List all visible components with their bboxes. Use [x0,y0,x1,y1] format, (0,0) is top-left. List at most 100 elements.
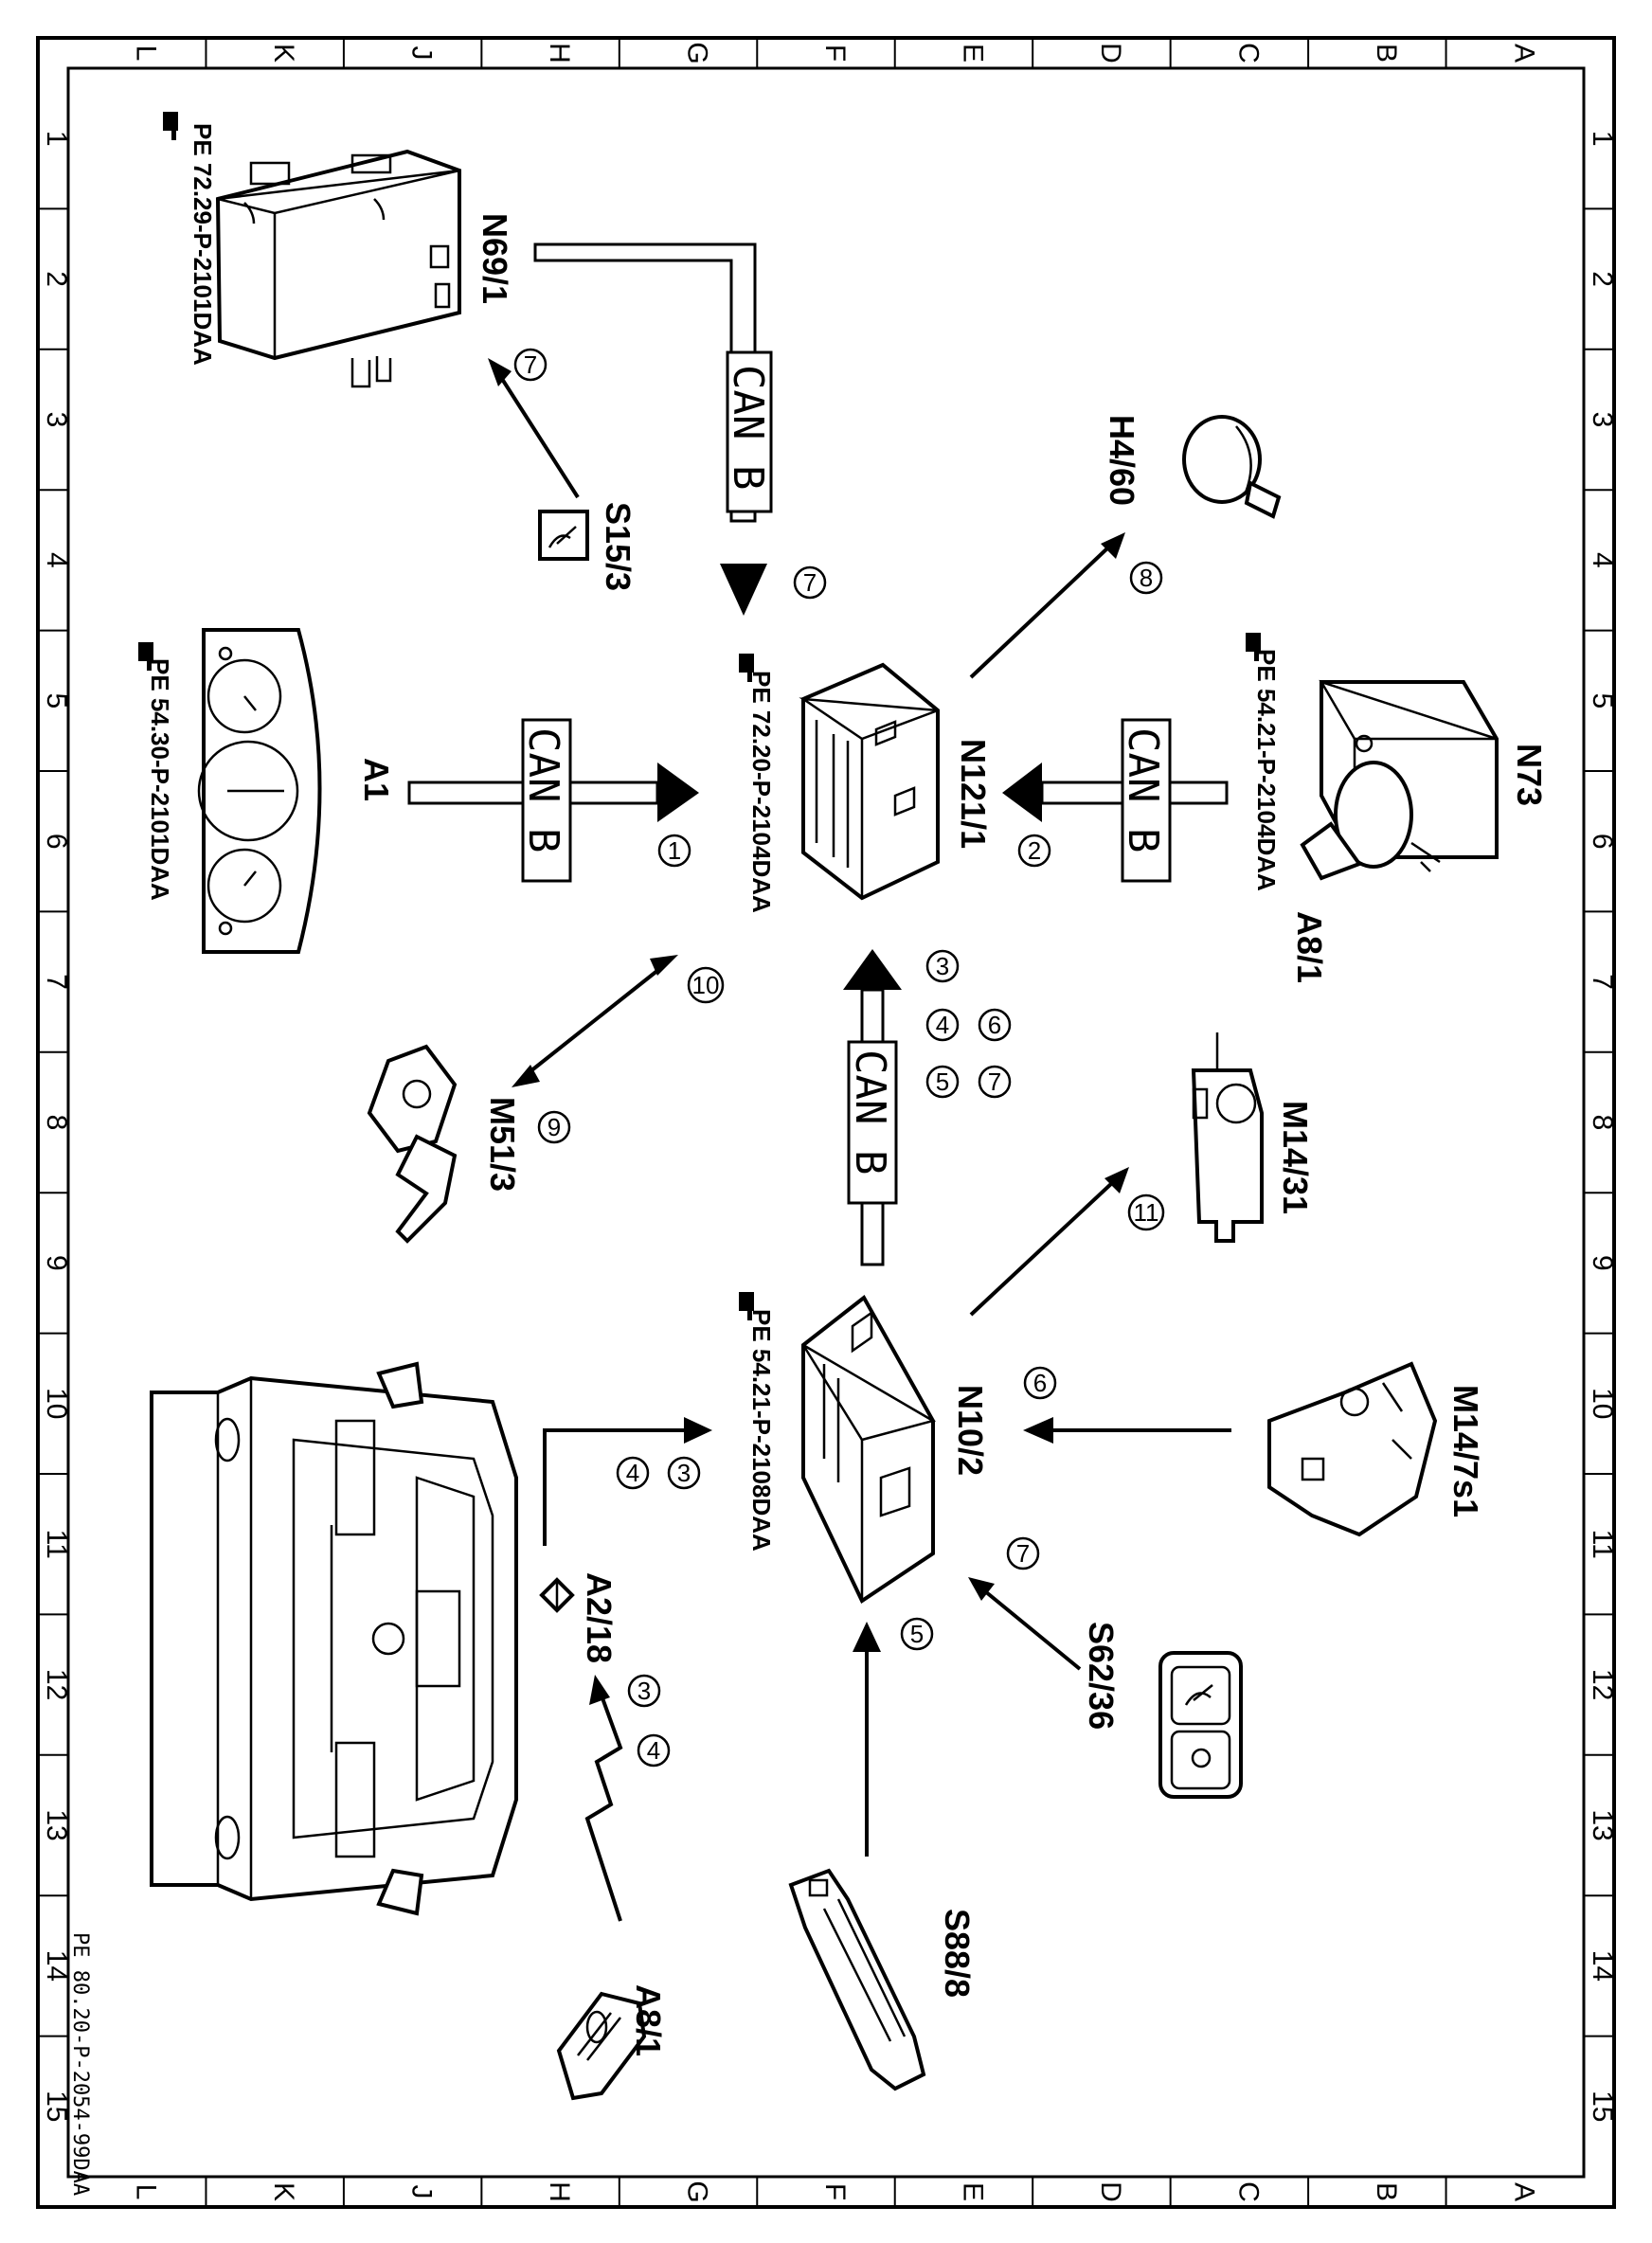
step-markers-a2-18: 3 4 [616,1456,701,1490]
frame-number-4: 4 [41,552,72,568]
frame-letter-d: D [1095,2181,1126,2202]
svg-text:9: 9 [548,1113,561,1141]
svg-text:8: 8 [1140,564,1153,592]
step-marker-11: 11 [1127,1193,1165,1231]
svg-text:7: 7 [524,350,537,379]
n69-1-module-drawing [215,149,461,388]
frame-number-1: 1 [1587,131,1618,147]
frame-number-12: 12 [1587,1669,1618,1700]
pointing-hand-icon [1246,633,1261,661]
svg-text:6: 6 [1033,1369,1047,1397]
s15-3-switch-drawing [538,510,589,561]
svg-text:5: 5 [910,1620,924,1648]
m14-7s1-switch-drawing [1267,1361,1438,1537]
m51-3-label: M51/3 [483,1097,522,1192]
step-marker-9: 9 [537,1110,571,1144]
frame-number-5: 5 [1587,692,1618,709]
double-arrow-n121-1-m51-3 [512,955,678,1087]
frame-number-7: 7 [41,974,72,990]
frame-letter-l: L [131,45,162,62]
svg-text:3: 3 [637,1677,651,1705]
pointing-hand-icon [163,112,178,140]
a8-1-key-label-top: A8/1 [1290,911,1329,983]
frame-number-2: 2 [41,271,72,287]
can-b-wire-n73: CAN B [1002,718,1229,883]
step-marker-5b: 5 [900,1617,934,1651]
svg-text:4: 4 [647,1736,660,1765]
pointing-hand-icon [138,642,153,671]
a8-1-transmitter-key-drawing [556,1991,647,2101]
svg-text:1: 1 [668,836,681,865]
a2-18-label: A2/18 [580,1572,619,1663]
svg-text:2: 2 [1028,836,1041,865]
frame-number-11: 11 [41,1530,72,1559]
can-b-label-right: CAN B [1119,727,1167,852]
svg-text:4: 4 [936,1011,949,1039]
frame-number-15: 15 [41,2090,72,2122]
frame-letter-k: K [268,44,299,63]
h4-60-label: H4/60 [1103,415,1141,506]
frame-number-9: 9 [41,1255,72,1271]
s62-36-label: S62/36 [1082,1622,1121,1730]
n69-1-label: N69/1 [476,213,514,304]
can-b-wire-n10-2: CAN B [843,949,902,1266]
frame-number-4: 4 [1587,552,1618,568]
frame-letter-b: B [1371,44,1402,63]
svg-text:3: 3 [677,1459,691,1487]
frame-letter-g: G [682,42,713,63]
frame-letter-h: H [544,2181,575,2202]
a1-label: A1 [357,758,396,801]
frame-number-12: 12 [41,1669,72,1700]
frame-letter-e: E [957,2182,988,2201]
frame-letter-f: F [819,2183,851,2200]
arrow-s15-3-to-n69-1 [488,358,580,499]
step-marker-7b: 7 [513,348,548,382]
can-b-wire-n69-1: CAN B [533,242,773,616]
svg-text:5: 5 [936,1068,949,1096]
step-marker-8: 8 [1129,561,1163,595]
a1-reference: PE 54.30-P-2101DAA [146,658,174,901]
frame-letter-b: B [1371,2182,1402,2201]
vehicle-front-view-drawing [150,1361,518,1916]
svg-text:7: 7 [1016,1539,1030,1568]
step-markers-radio: 3 4 [627,1674,671,1767]
frame-number-9: 9 [1587,1255,1618,1271]
frame-number-14: 14 [41,1950,72,1982]
frame-letter-g: G [682,2180,713,2202]
arrow-a2-18-to-n10-2 [543,1417,712,1546]
can-b-label-left: CAN B [519,727,567,852]
arrow-m14-7s1-to-n10-2 [1023,1417,1231,1444]
step-marker-2: 2 [1017,834,1051,868]
n69-1-reference: PE 72.29-P-2101DAA [189,123,217,366]
step-marker-1: 1 [657,834,691,868]
step-markers-group-center: 3 4 5 6 7 [925,949,1012,1099]
svg-text:7: 7 [988,1068,1001,1096]
frame-number-11: 11 [1587,1530,1618,1559]
frame-letter-f: F [819,45,851,62]
n121-1-label: N121/1 [954,739,993,849]
frame-letter-l: L [131,2184,162,2200]
arrow-n121-1-to-h4-60 [969,532,1125,679]
frame-letter-c: C [1232,43,1264,63]
frame-number-13: 13 [1587,1809,1618,1840]
frame-letter-c: C [1232,2181,1264,2202]
frame-number-8: 8 [1587,1115,1618,1131]
frame-number-5: 5 [41,692,72,709]
n73-label: N73 [1510,744,1549,806]
frame-number-13: 13 [41,1809,72,1840]
m14-7s1-label: M14/7s1 [1446,1385,1485,1517]
frame-letter-d: D [1095,43,1126,63]
frame-letter-j: J [406,46,438,61]
frame-number-3: 3 [1587,412,1618,428]
n10-2-reference: PE 54.21-P-2108DAA [747,1309,776,1552]
h4-60-speaker-drawing [1182,415,1282,519]
frame-number-6: 6 [1587,834,1618,850]
can-b-label-top: CAN B [724,365,772,490]
svg-text:11: 11 [1134,1198,1159,1227]
can-b-label-center: CAN B [846,1050,894,1175]
document-id: PE 80.20-P-2054-99DAA [68,1932,92,2196]
step-marker-10: 10 [687,966,725,1004]
frame-number-10: 10 [41,1388,72,1419]
svg-text:6: 6 [988,1011,1001,1039]
